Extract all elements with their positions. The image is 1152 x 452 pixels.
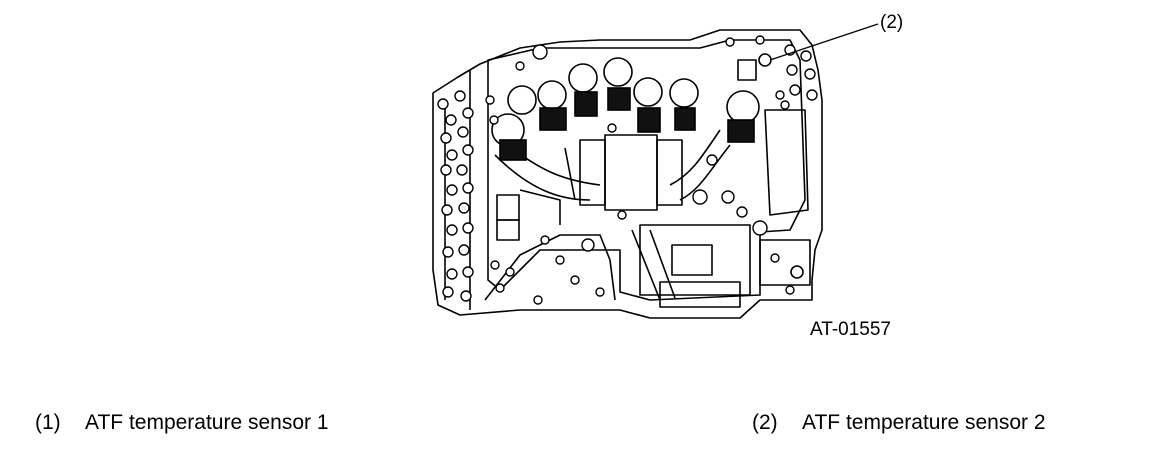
callout-2-label: (2) [880, 12, 904, 33]
legend-text: ATF temperature sensor 2 [802, 411, 1046, 434]
figure-id: AT-01557 [810, 319, 891, 340]
harness-connector [604, 134, 658, 211]
legend-item-1: (1) ATF temperature sensor 1 [35, 412, 329, 433]
solenoid-group [491, 57, 760, 161]
legend-number: (2) [752, 411, 778, 434]
legend-number: (1) [35, 411, 61, 434]
legend-text: ATF temperature sensor 1 [85, 411, 329, 434]
valve-body-plate [432, 29, 823, 319]
legend-item-2: (2) ATF temperature sensor 2 [752, 412, 1046, 433]
callout-2-leader [769, 23, 879, 61]
